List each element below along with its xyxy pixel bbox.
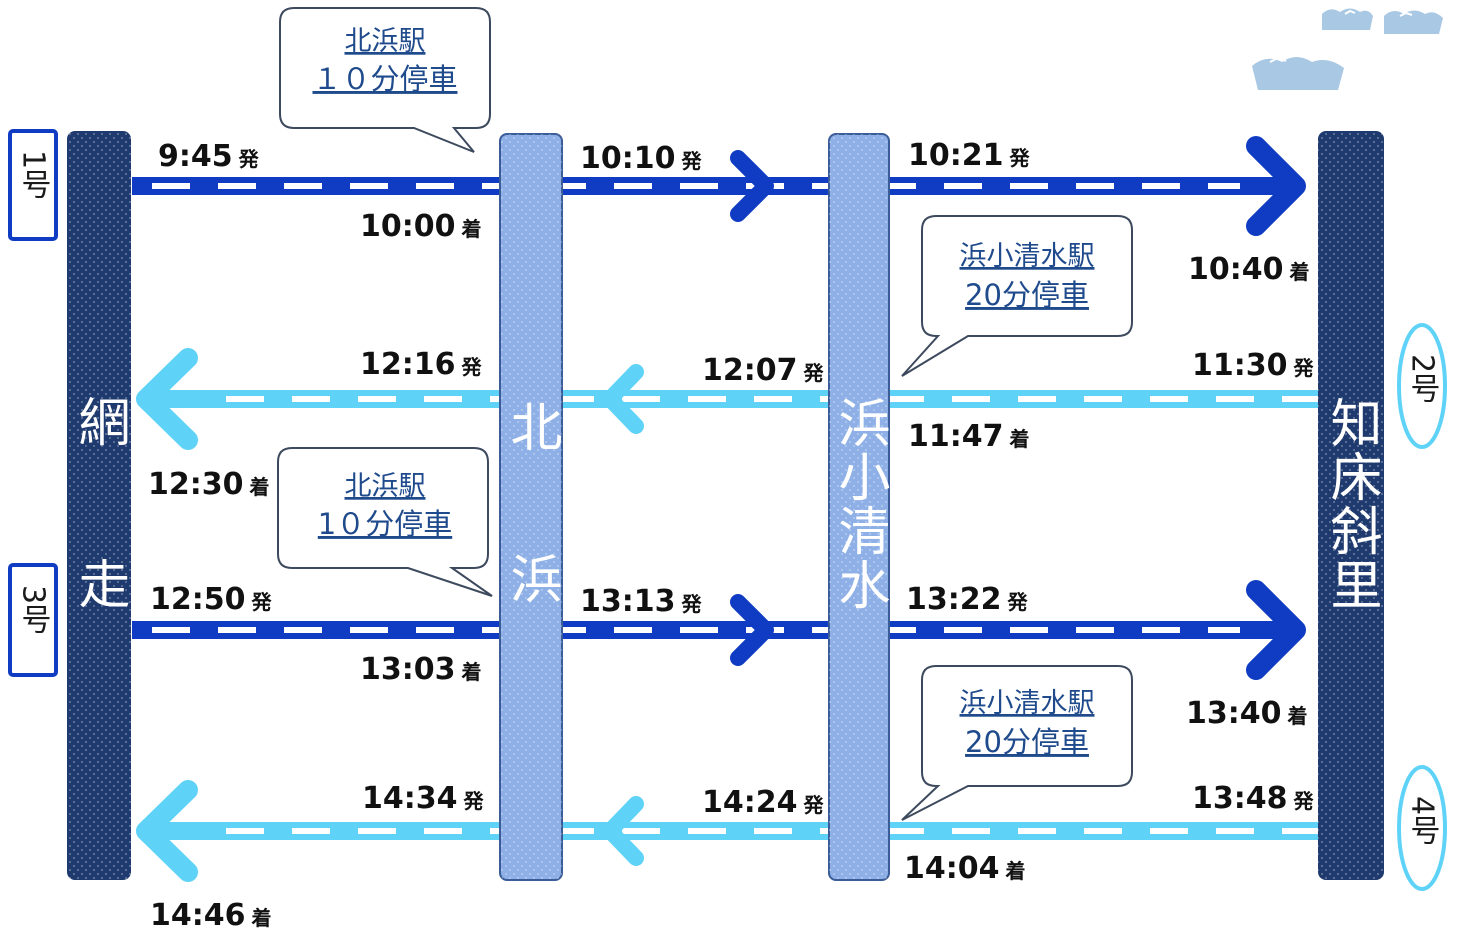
- arrow-left-icon: [602, 796, 644, 866]
- svg-text:11:47着: 11:47着: [908, 419, 1030, 454]
- svg-text:13:13発: 13:13発: [580, 584, 703, 619]
- station-name-abashiri: 網走: [69, 395, 129, 719]
- callout-hamakoshimizu-stop-2: 浜小清水駅 20分停車: [901, 665, 1133, 821]
- svg-text:１０分停車: １０分停車: [312, 62, 457, 96]
- station-bar-shiretoko-shari: [1318, 131, 1384, 880]
- svg-text:10:21発: 10:21発: [908, 138, 1031, 173]
- svg-text:13:40着: 13:40着: [1186, 696, 1308, 731]
- svg-text:北浜駅: 北浜駅: [345, 471, 426, 502]
- svg-text:20分停車: 20分停車: [965, 725, 1089, 759]
- svg-text:2号: 2号: [1405, 354, 1440, 403]
- svg-text:11:30発: 11:30発: [1192, 348, 1315, 383]
- svg-text:10:40着: 10:40着: [1188, 252, 1310, 287]
- svg-text:13:48発: 13:48発: [1192, 781, 1315, 816]
- station-name-shiretoko-shari: 知床斜里: [1321, 396, 1381, 612]
- svg-text:1０分停車: 1０分停車: [318, 507, 452, 541]
- train-line-2: [136, 348, 1318, 450]
- svg-text:14:34発: 14:34発: [362, 781, 485, 816]
- train-badge-2: 2号: [1397, 323, 1447, 449]
- svg-text:浜小清水駅: 浜小清水駅: [960, 241, 1095, 272]
- svg-text:14:04着: 14:04着: [904, 851, 1026, 886]
- arrow-left-icon: [602, 364, 644, 434]
- train-line-1: [132, 136, 1306, 236]
- station-bar-kitahama: [499, 133, 563, 881]
- svg-text:12:50発: 12:50発: [150, 582, 273, 617]
- svg-text:12:16発: 12:16発: [360, 347, 483, 382]
- svg-text:14:46着: 14:46着: [150, 898, 272, 933]
- svg-text:浜小清水駅: 浜小清水駅: [960, 688, 1095, 719]
- arrow-right-icon: [730, 150, 774, 222]
- svg-text:13:22発: 13:22発: [906, 582, 1029, 617]
- arrow-right-icon: [730, 594, 774, 666]
- drift-ice-illustration: [1252, 8, 1443, 90]
- svg-text:10:10発: 10:10発: [580, 141, 703, 176]
- svg-text:3号: 3号: [16, 585, 51, 634]
- svg-text:1号: 1号: [16, 150, 51, 199]
- train-badge-4: 4号: [1397, 765, 1447, 891]
- svg-text:4号: 4号: [1405, 796, 1440, 845]
- svg-text:14:24発: 14:24発: [702, 785, 825, 820]
- train-badge-1: 1号: [8, 129, 58, 241]
- svg-text:12:07発: 12:07発: [702, 353, 825, 388]
- station-bar-abashiri: [67, 131, 131, 880]
- callout-kitahama-stop-1: 北浜駅 １０分停車: [279, 7, 491, 153]
- train-line-3: [132, 580, 1306, 680]
- svg-text:20分停車: 20分停車: [965, 278, 1089, 312]
- svg-text:12:30着: 12:30着: [148, 467, 270, 502]
- svg-text:13:03着: 13:03着: [360, 652, 482, 687]
- station-bar-hamakoshimizu: [828, 133, 890, 881]
- callout-hamakoshimizu-stop-1: 浜小清水駅 20分停車: [901, 215, 1133, 377]
- svg-text:9:45発: 9:45発: [158, 139, 260, 174]
- svg-text:北浜駅: 北浜駅: [345, 26, 426, 57]
- train-line-4: [136, 780, 1318, 882]
- train-badge-3: 3号: [8, 563, 58, 677]
- station-name-hamakoshimizu: 浜小清水: [829, 396, 889, 612]
- svg-text:10:00着: 10:00着: [360, 209, 482, 244]
- station-name-kitahama: 北浜: [501, 400, 561, 704]
- callout-kitahama-stop-2: 北浜駅 1０分停車: [277, 447, 493, 597]
